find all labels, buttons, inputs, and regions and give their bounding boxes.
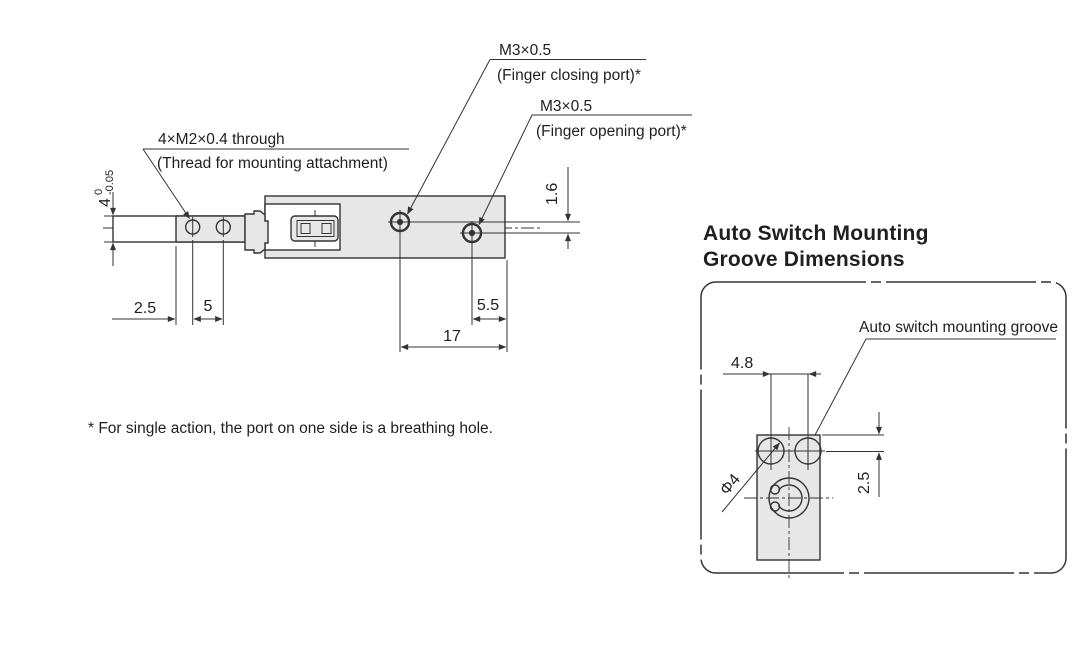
dim-port-offset-value: 1.6 <box>544 183 561 205</box>
jaw-piece <box>244 210 269 254</box>
dim-rail-height-tol-lower: -0.05 <box>104 170 116 195</box>
dim-rail-height-tol-upper: 0 <box>93 189 105 195</box>
bore-section <box>744 477 833 519</box>
dim-port-to-edge: 5.5 <box>472 297 507 322</box>
callout-finger-opening-line1: M3×0.5 <box>540 98 592 115</box>
dim-port-offset: 1.6 <box>544 167 571 249</box>
rail-thread-holes <box>184 217 232 237</box>
dim-hole-pitch: 5 <box>193 298 223 322</box>
dim-groove-pitch: 4.8 <box>723 355 821 377</box>
callout-mounting-thread-line2: (Thread for mounting attachment) <box>157 155 388 172</box>
dim-hole-offset-value: 2.5 <box>134 300 156 317</box>
dim-groove-depth: 2.5 <box>822 412 884 497</box>
body-cross-section <box>756 434 821 561</box>
callout-finger-opening-line2: (Finger opening port)* <box>536 123 687 140</box>
dim-rail-height: 4 0 -0.05 <box>93 170 118 266</box>
groove-view-frame <box>700 281 1067 574</box>
auto-switch-groove-view: Auto Switch Mounting Groove Dimensions A… <box>700 222 1067 578</box>
groove-label: Auto switch mounting groove <box>859 319 1058 336</box>
dim-groove-diameter-value: Φ4 <box>717 471 744 499</box>
dim-hole-pitch-value: 5 <box>204 298 213 315</box>
callout-mounting-thread-line1: 4×M2×0.4 through <box>158 131 285 148</box>
dim-groove-pitch-value: 4.8 <box>731 355 753 372</box>
switch-grooves <box>755 374 825 470</box>
dim-port-span: 17 <box>400 328 507 350</box>
gripper-side-view: 4 0 -0.05 2.5 5 17 5.5 1. <box>88 42 692 437</box>
dim-hole-offset: 2.5 <box>112 300 176 322</box>
dim-port-span-value: 17 <box>443 328 461 345</box>
dim-port-to-edge-value: 5.5 <box>477 297 499 314</box>
groove-title-line2: Groove Dimensions <box>703 248 905 271</box>
dim-rail-height-value: 4 <box>97 198 114 207</box>
callout-finger-opening: M3×0.5 (Finger opening port)* <box>478 98 692 225</box>
callout-mounting-thread: 4×M2×0.4 through (Thread for mounting at… <box>142 131 409 219</box>
callout-finger-closing-line1: M3×0.5 <box>499 42 551 59</box>
callout-finger-closing-line2: (Finger closing port)* <box>497 67 641 84</box>
groove-title-line1: Auto Switch Mounting <box>703 222 929 245</box>
callout-finger-closing: M3×0.5 (Finger closing port)* <box>407 42 646 215</box>
footnote: * For single action, the port on one sid… <box>88 420 493 437</box>
piston-mechanism <box>290 210 339 247</box>
dim-groove-depth-value: 2.5 <box>856 472 873 494</box>
